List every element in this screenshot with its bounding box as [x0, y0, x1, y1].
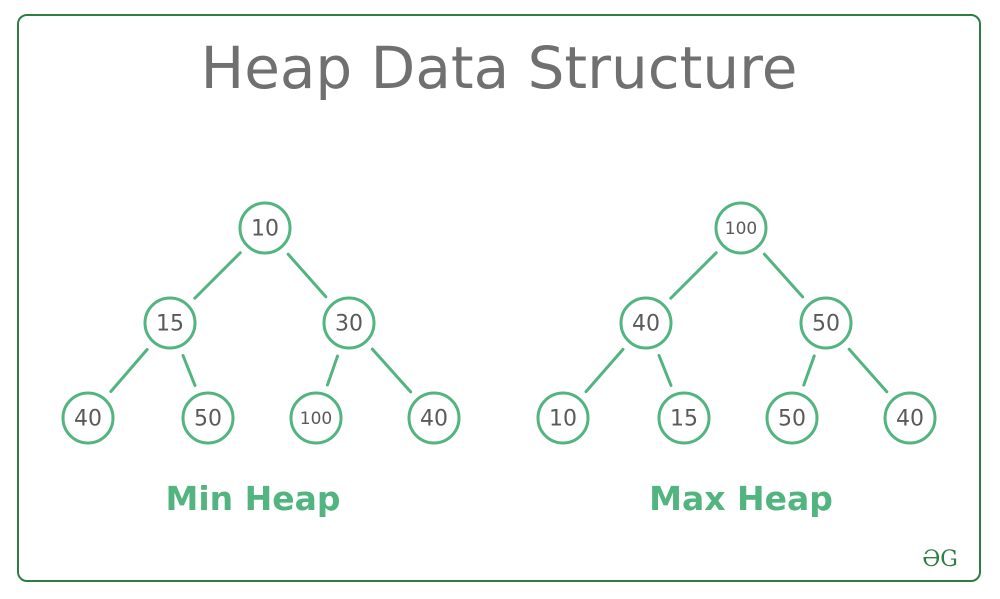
min-heap-node-value: 100 — [300, 409, 332, 429]
max-heap-node-value: 50 — [812, 312, 840, 337]
max-heap-node: 40 — [619, 296, 673, 350]
min-heap-edge — [370, 347, 413, 394]
max-heap-node-circle — [883, 391, 937, 445]
max-heap-node-value: 100 — [725, 219, 757, 239]
max-heap-node-value: 50 — [778, 407, 806, 432]
min-heap-node: 30 — [322, 296, 376, 350]
page-title: Heap Data Structure — [201, 34, 798, 102]
max-heap-node-value: 40 — [632, 312, 660, 337]
min-heap-edge — [286, 252, 328, 299]
min-heap-node-circle — [181, 391, 235, 445]
min-heap-node-circle — [322, 296, 376, 350]
min-heap-node-circle — [407, 391, 461, 445]
max-heap-node: 50 — [799, 296, 853, 350]
min-heap-node-value: 15 — [156, 312, 184, 337]
max-heap-edge — [762, 252, 805, 299]
max-heap-node-circle — [714, 201, 768, 255]
max-heap-node-circle — [536, 391, 590, 445]
min-heap-node: 10 — [238, 201, 292, 255]
min-heap-tree: 10 15 30 40 50 100 40 — [61, 201, 461, 445]
min-heap-node: 15 — [143, 296, 197, 350]
max-heap-node-value: 15 — [670, 407, 698, 432]
min-heap-node-value: 10 — [251, 217, 279, 242]
max-heap-node: 15 — [657, 391, 711, 445]
min-heap-node-value: 50 — [194, 407, 222, 432]
max-heap-node-circle — [619, 296, 673, 350]
max-heap-tree: 100 40 50 10 15 50 40 — [536, 201, 937, 445]
min-heap-node-value: 40 — [74, 407, 102, 432]
max-heap-label: Max Heap — [649, 479, 833, 518]
max-heap-edge — [584, 347, 625, 394]
max-heap-node-value: 10 — [549, 407, 577, 432]
min-heap-node-circle — [238, 201, 292, 255]
max-heap-node: 100 — [714, 201, 768, 255]
min-heap-node-value: 40 — [420, 407, 448, 432]
max-heap-edge — [847, 347, 889, 394]
max-heap-edge — [802, 354, 816, 387]
min-heap-node-circle — [143, 296, 197, 350]
max-heap-node-circle — [765, 391, 819, 445]
min-heap-edge — [109, 347, 149, 394]
min-heap-node-value: 30 — [335, 312, 363, 337]
min-heap-node: 40 — [61, 391, 115, 445]
min-heap-edge — [193, 251, 242, 300]
min-heap-node: 50 — [181, 391, 235, 445]
min-heap-node-circle — [289, 391, 343, 445]
max-heap-edge — [669, 251, 718, 300]
max-heap-node-circle — [799, 296, 853, 350]
min-heap-edge — [181, 353, 197, 388]
max-heap-node: 40 — [883, 391, 937, 445]
max-heap-node-value: 40 — [896, 407, 924, 432]
min-heap-node-circle — [61, 391, 115, 445]
max-heap-node-circle — [657, 391, 711, 445]
min-heap-node: 100 — [289, 391, 343, 445]
max-heap-node: 10 — [536, 391, 590, 445]
gfg-logo: ƏG — [922, 547, 958, 572]
min-heap-label: Min Heap — [165, 479, 340, 518]
max-heap-edge — [657, 353, 673, 388]
max-heap-node: 50 — [765, 391, 819, 445]
min-heap-node: 40 — [407, 391, 461, 445]
min-heap-edge — [325, 354, 340, 387]
